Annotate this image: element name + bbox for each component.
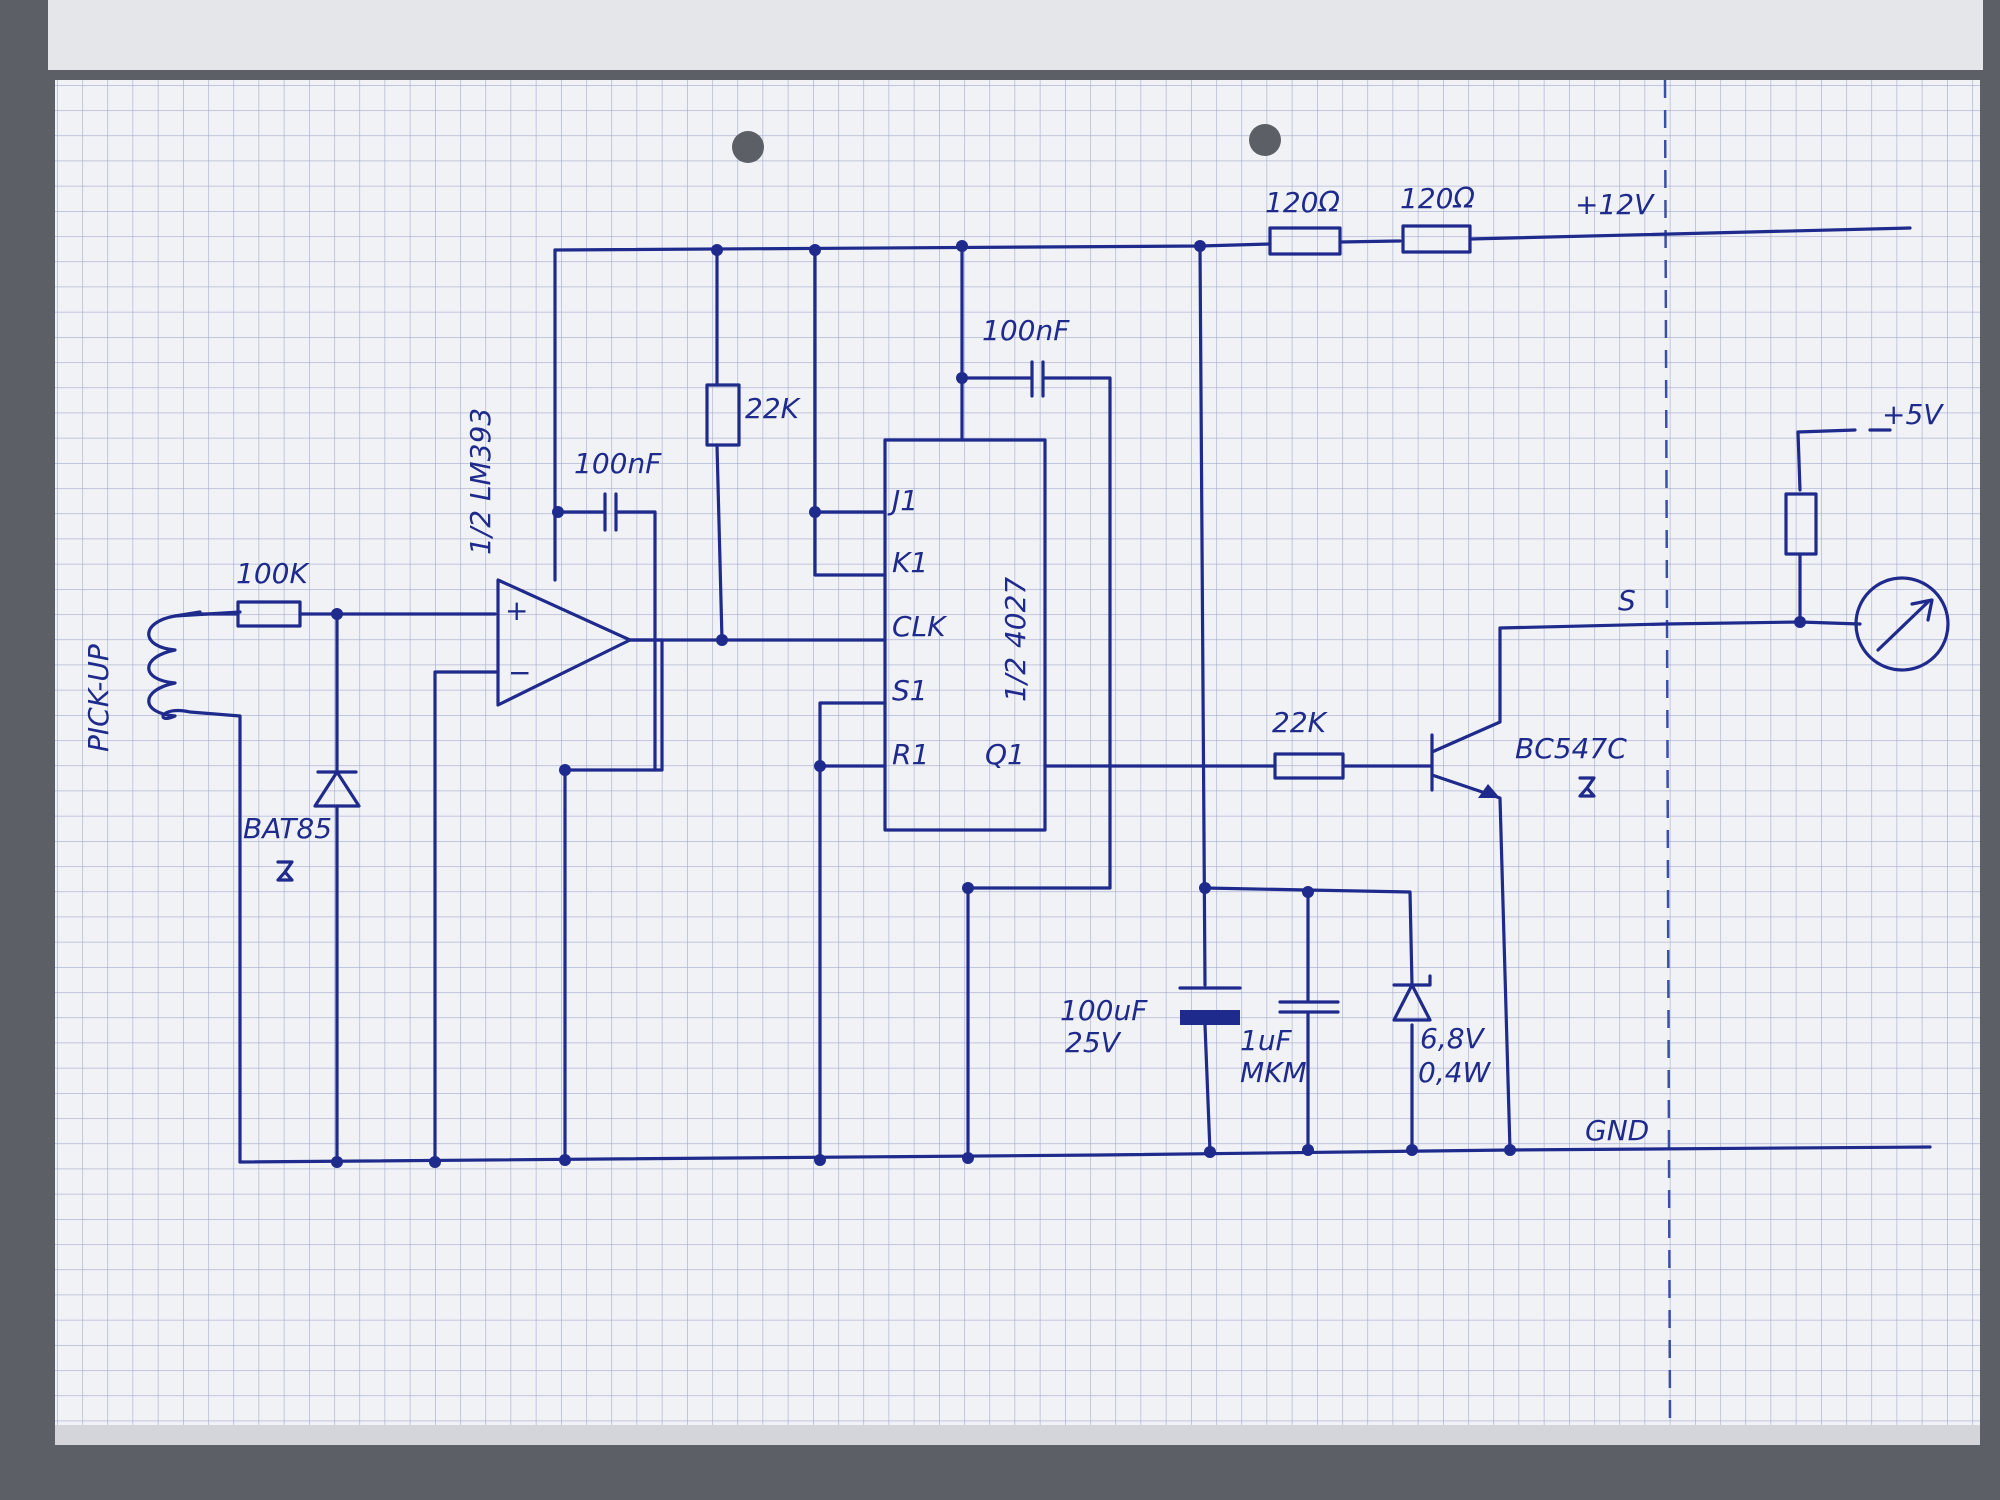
label-pin-j1: J1 (887, 484, 918, 517)
resistor-22k-pullup (705, 383, 741, 447)
label-pin-clk: CLK (892, 610, 948, 643)
margin-line (1663, 79, 1672, 1421)
resistor-120-ohm-2 (1401, 224, 1472, 254)
punch-hole (732, 131, 764, 163)
schottky-diode-bat85 (313, 770, 361, 808)
label-zener-power: 0,4W (1418, 1056, 1492, 1089)
zener-diode-6v8 (1392, 974, 1432, 1022)
label-resistor-100k: 100K (236, 557, 310, 590)
resistor-100k (236, 600, 302, 628)
capacitor-100nf-flipflop (960, 360, 1112, 1160)
punch-hole (1249, 124, 1281, 156)
inverting-input-wire (433, 670, 500, 1164)
label-pin-r1: R1 (892, 738, 929, 771)
label-pin-k1: K1 (892, 546, 928, 579)
label-plus: + (505, 594, 528, 627)
page-top-strip (48, 0, 1983, 70)
pullup-wire (715, 248, 724, 642)
label-resistor-120-2: 120Ω (1400, 182, 1475, 215)
meter-gauge-icon (1854, 576, 1950, 672)
capacitor-1uf-mkm (1278, 890, 1340, 1152)
schematic (147, 224, 1950, 1168)
label-pickup: PICK-UP (82, 644, 115, 752)
label-signal-s: S (1618, 584, 1636, 617)
label-resistor-120-1: 120Ω (1265, 186, 1340, 219)
rail-12v (553, 226, 1912, 252)
comparator-lm393 (496, 578, 632, 707)
paper-grid (55, 80, 1980, 1425)
label-gnd: GND (1585, 1114, 1649, 1147)
label-zener-voltage: 6,8V (1420, 1022, 1486, 1055)
label-minus: − (508, 656, 531, 689)
labels: PICK-UP 100K BAT85 1/2 LM393 + − 100nF 2… (82, 182, 1944, 1147)
label-electrolytic-voltage: 25V (1065, 1026, 1122, 1059)
label-5v: +5V (1882, 398, 1944, 431)
label-transistor: BC547C (1515, 732, 1627, 765)
transistor-marking-icon (1578, 776, 1596, 798)
label-pin-q1: Q1 (985, 738, 1025, 771)
label-electrolytic-value: 100uF (1060, 994, 1148, 1027)
page-bottom-edge (55, 1425, 1980, 1445)
label-resistor-22k-base: 22K (1272, 706, 1329, 739)
label-comparator: 1/2 LM393 (464, 408, 497, 555)
zener-wire (1203, 886, 1414, 1154)
label-mkm-value: 1uF (1240, 1024, 1293, 1057)
flipflop-4027 (883, 438, 1047, 832)
electrolytic-capacitor-100uf (1180, 1010, 1240, 1025)
capacitor-100nf-comparator (556, 492, 657, 772)
label-mkm-type: MKM (1240, 1056, 1307, 1089)
label-resistor-22k-pullup: 22K (745, 392, 802, 425)
label-12v: +12V (1575, 188, 1655, 221)
sr-ground-wire (818, 701, 887, 1162)
emitter-arrow-icon (1478, 784, 1500, 798)
label-cap-comparator: 100nF (574, 447, 662, 480)
junction-dots (331, 240, 1806, 1168)
label-bat85: BAT85 (243, 812, 332, 845)
diode-marking-icon (276, 860, 294, 882)
label-cap-flipflop: 100nF (982, 314, 1070, 347)
resistor-120-ohm-1 (1268, 226, 1342, 256)
resistor-pullup-5v (1784, 492, 1818, 556)
label-pin-s1: S1 (892, 674, 928, 707)
meter-needle (1876, 598, 1934, 652)
label-flipflop: 1/2 4027 (999, 577, 1032, 702)
reservoir-wire (1198, 244, 1212, 1154)
